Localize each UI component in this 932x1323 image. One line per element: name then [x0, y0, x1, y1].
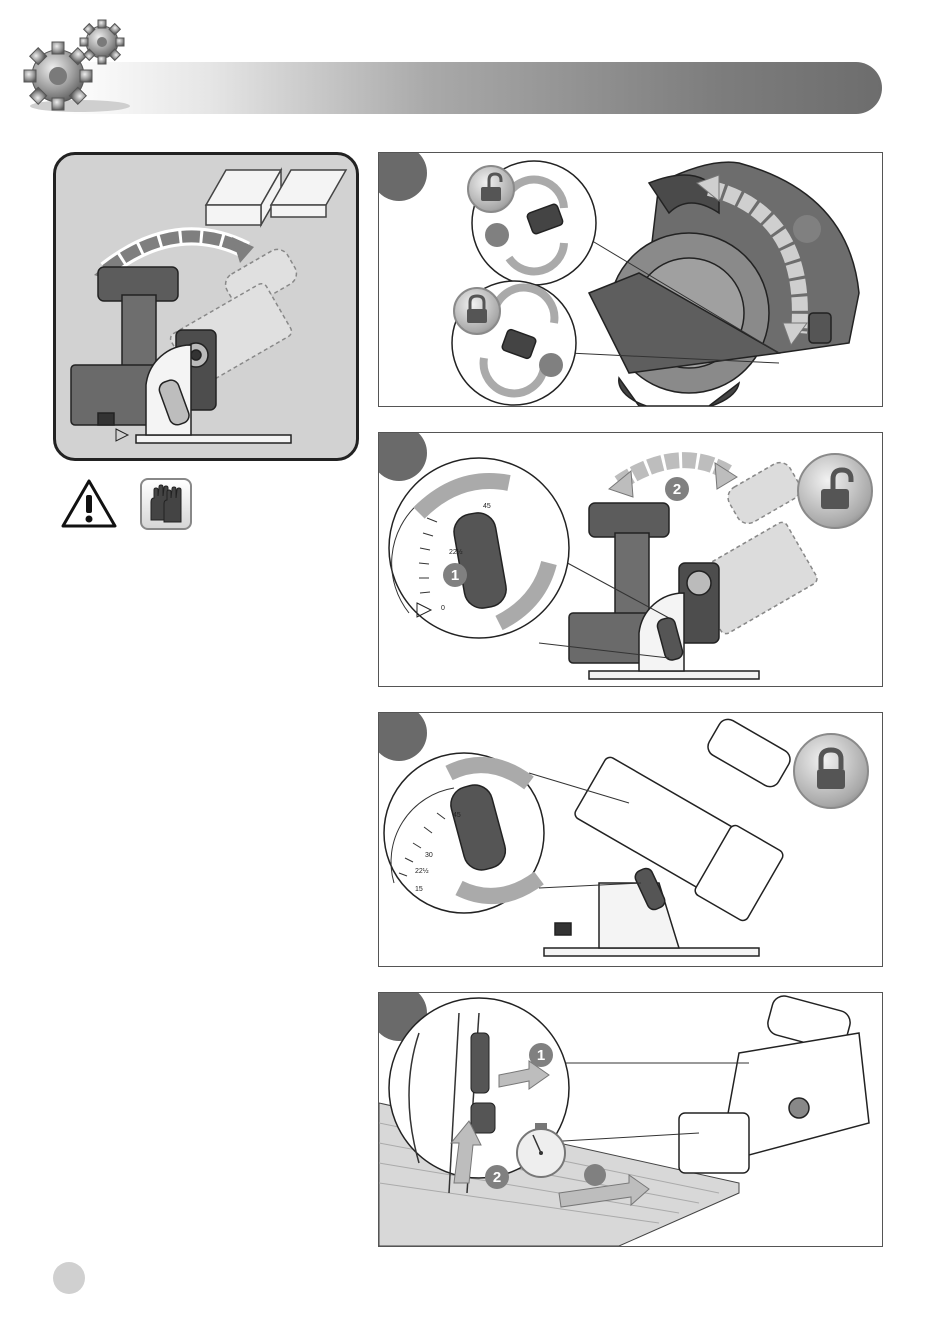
scale-label-45: 45 — [453, 812, 461, 819]
gloves-icon — [140, 478, 192, 530]
header-bar — [60, 62, 882, 114]
scale-label-0: 0 — [441, 605, 445, 612]
scale-label-22: 22½ — [449, 549, 463, 556]
gears-icon — [20, 14, 140, 114]
scale-label-45: 45 — [483, 503, 491, 510]
unlock-badge — [467, 165, 515, 213]
step-number-1: 1 — [529, 1043, 553, 1067]
scale-label-15: 15 — [415, 886, 423, 893]
scale-label-30: 30 — [425, 852, 433, 859]
step3-panel: 45 30 22½ 15 — [378, 712, 883, 967]
step2-panel: 1 2 45 22½ 0 — [378, 432, 883, 687]
step-number-2: 2 — [485, 1165, 509, 1189]
lock-badge — [793, 733, 869, 809]
step-number-2: 2 — [665, 477, 689, 501]
scale-label-22: 22½ — [415, 868, 429, 875]
step4-panel: 1 2 — [378, 992, 883, 1247]
warning-triangle-icon — [60, 478, 118, 530]
page-number-marker — [53, 1262, 85, 1294]
unlock-badge — [797, 453, 873, 529]
step-number-1: 1 — [443, 563, 467, 587]
overview-illustration — [53, 152, 359, 461]
step1-panel — [378, 152, 883, 407]
lock-badge — [453, 287, 501, 335]
wood-pieces — [206, 170, 346, 225]
